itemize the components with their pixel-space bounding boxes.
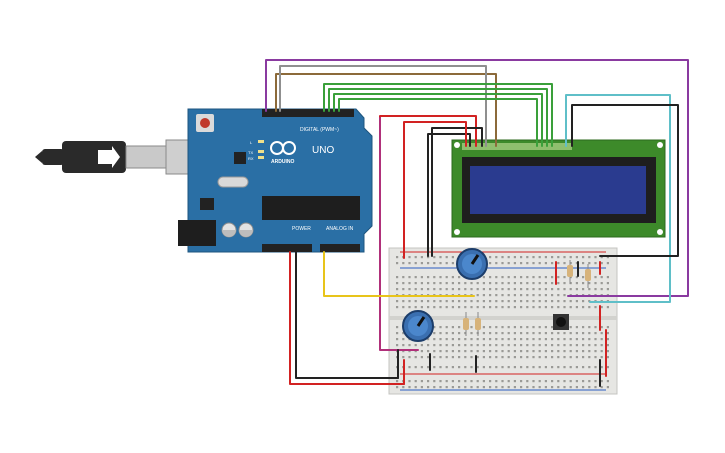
analog-label: ANALOG IN [326,226,354,232]
wire-red-5v [289,251,405,385]
potentiometer-1 [456,248,488,280]
wire-black-gnd [295,251,399,379]
crystal [217,176,249,188]
wire-green-1 [323,83,553,147]
led-rx-label: RX [248,156,254,161]
analog-header [320,244,360,252]
power-jack [178,220,216,246]
digital-header [262,109,354,117]
wire-black-lcd [571,104,679,257]
wire-brown [275,73,497,147]
usb-chip [234,152,246,164]
lcd-screen [470,166,646,214]
wires [265,59,689,387]
arduino-uno-board: DIGITAL (PWM~) ARDUINO UNO L TX RX PO [178,108,373,253]
lcd-16x2 [451,139,666,238]
atmega-chip [262,196,360,220]
wire-yellow [323,251,475,297]
pushbutton [553,314,569,330]
wire-gray [279,65,487,147]
wire-red-2 [403,121,467,259]
power-label: POWER [292,226,311,232]
voltage-regulator [200,198,214,210]
wire-black-2 [427,133,471,257]
led-tx-label: TX [248,150,253,155]
resistor-2 [475,312,481,336]
resistor-1 [463,312,469,336]
wire-black-1 [431,127,483,257]
usb-cable [35,139,203,175]
led-rx [258,156,264,159]
potentiometer-2 [402,310,434,342]
arduino-brand: ARDUINO [271,159,294,165]
wire-green-4 [338,98,538,147]
resistor-4 [585,264,591,288]
wire-green-3 [333,93,543,147]
arduino-logo-icon [270,141,296,155]
wire-green-2 [328,88,548,147]
led-l [258,140,264,143]
led-tx [258,150,264,153]
digital-label: DIGITAL (PWM~) [300,127,339,133]
lcd-pin-header [462,143,572,150]
arduino-model: UNO [312,145,334,156]
resistor-3 [567,260,573,284]
wire-cyan [565,94,671,303]
usb-logo-icon [98,146,120,168]
led-l-label: L [250,140,253,145]
breadboard-holes [396,256,609,389]
wire-purple [265,59,689,297]
power-header [262,244,312,252]
